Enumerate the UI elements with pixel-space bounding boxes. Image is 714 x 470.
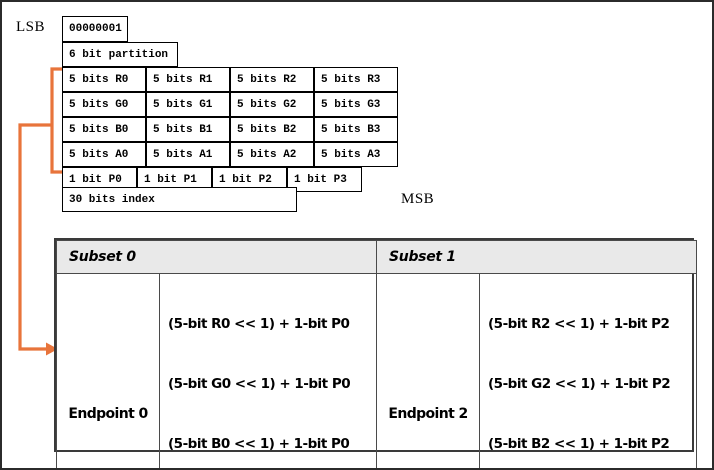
bitfield-partition-cell: 6 bit partition (62, 42, 178, 67)
bitfield-cell-r3: 5 bits R3 (314, 67, 398, 92)
bitfield-cell-g2: 5 bits G2 (230, 92, 314, 117)
bitfield-cell-g3: 5 bits G3 (314, 92, 398, 117)
bitfield-cell-a0: 5 bits A0 (62, 142, 146, 167)
bitfield-cell-p3: 1 bit P3 (287, 167, 362, 192)
subset-endpoint-table: Subset 0 Subset 1 Endpoint 0 (5-bit R0 <… (54, 238, 697, 468)
formula-line: (5-bit G0 << 1) + 1-bit P0 (168, 376, 351, 392)
bitfield-cell-b3: 5 bits B3 (314, 117, 398, 142)
bitfield-cell-b2: 5 bits B2 (230, 117, 314, 142)
bitfield-cell-a2: 5 bits A2 (230, 142, 314, 167)
bitfield-cell-r2: 5 bits R2 (230, 67, 314, 92)
bitfield-cell-a3: 5 bits A3 (314, 142, 398, 167)
bitfield-cell-a1: 5 bits A1 (146, 142, 230, 167)
endpoint-formulas-2: (5-bit R2 << 1) + 1-bit P2 (5-bit G2 << … (479, 273, 697, 468)
formula-line: (5-bit G2 << 1) + 1-bit P2 (488, 376, 671, 392)
table-header-row: Subset 0 Subset 1 (56, 240, 697, 274)
bitfield-cell-b0: 5 bits B0 (62, 117, 146, 142)
endpoint-label-2: Endpoint 2 (376, 273, 480, 468)
msb-label: MSB (401, 191, 435, 207)
endpoint-formulas-0: (5-bit R0 << 1) + 1-bit P0 (5-bit G0 << … (159, 273, 377, 468)
endpoint-label-0: Endpoint 0 (56, 273, 160, 468)
bitfield-cell-g0: 5 bits G0 (62, 92, 146, 117)
lsb-label: LSB (16, 19, 46, 35)
bitfield-cell-b1: 5 bits B1 (146, 117, 230, 142)
bitfield-cell-r1: 5 bits R1 (146, 67, 230, 92)
bitfield-index-cell: 30 bits index (62, 187, 297, 212)
table-row: Endpoint 0 (5-bit R0 << 1) + 1-bit P0 (5… (56, 273, 697, 468)
bitfield-mode-cell: 00000001 (62, 16, 128, 42)
header-subset-0: Subset 0 (56, 240, 377, 274)
formula-line: (5-bit B0 << 1) + 1-bit P0 (168, 436, 350, 452)
bitfield-cell-r0: 5 bits R0 (62, 67, 146, 92)
header-subset-1: Subset 1 (376, 240, 697, 274)
bitfield-cell-g1: 5 bits G1 (146, 92, 230, 117)
formula-line: (5-bit R0 << 1) + 1-bit P0 (168, 316, 350, 332)
formula-line: (5-bit R2 << 1) + 1-bit P2 (488, 316, 670, 332)
formula-line: (5-bit B2 << 1) + 1-bit P2 (488, 436, 670, 452)
